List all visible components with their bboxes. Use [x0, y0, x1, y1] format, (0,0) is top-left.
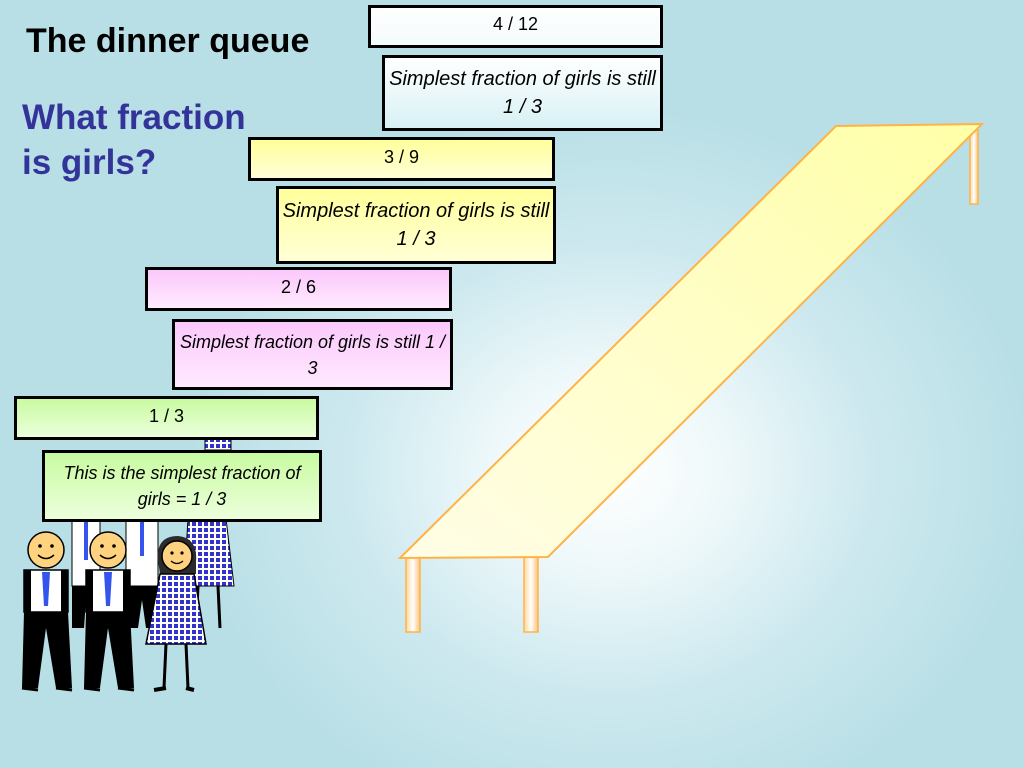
fraction-box-3-9: 3 / 9 [248, 137, 555, 181]
boy-figure [21, 531, 73, 692]
note-box-4-12: Simplest fraction of girls is still 1 / … [382, 55, 663, 131]
slide-title: The dinner queue [26, 22, 310, 60]
boy-figure [83, 531, 135, 692]
note-box-2-6: Simplest fraction of girls is still 1 / … [172, 319, 453, 390]
girl-figure [145, 536, 207, 692]
note-box-3-9: Simplest fraction of girls is still 1 / … [276, 186, 556, 264]
note-box-1-3: This is the simplest fraction of girls =… [42, 450, 322, 522]
fraction-box-1-3: 1 / 3 [14, 396, 319, 440]
fraction-box-2-6: 2 / 6 [145, 267, 452, 311]
question-text: What fraction is girls? [22, 98, 246, 182]
table-top [397, 122, 985, 560]
fraction-box-4-12: 4 / 12 [368, 5, 663, 48]
